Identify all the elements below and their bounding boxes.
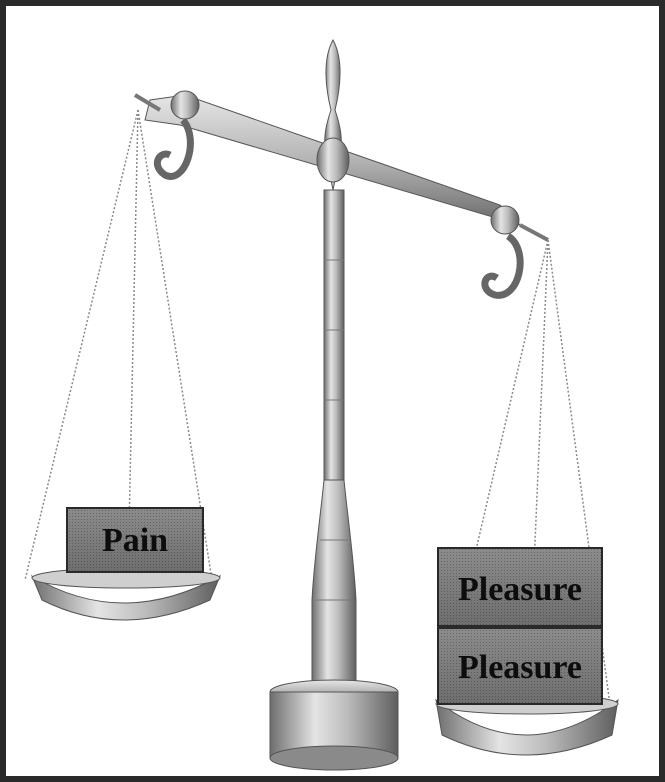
- scale-pillar: [312, 40, 356, 690]
- weight-pleasure-bottom-label: Pleasure: [458, 649, 582, 686]
- weight-pain-label: Pain: [102, 522, 168, 559]
- weight-pleasure-top: Pleasure: [438, 548, 602, 626]
- right-hook: [485, 225, 548, 295]
- scale-base: [270, 680, 398, 770]
- weight-pleasure-bottom: Pleasure: [438, 628, 602, 704]
- weight-pleasure-top-label: Pleasure: [458, 571, 582, 608]
- left-pan: [32, 568, 220, 620]
- weight-pain: Pain: [67, 508, 203, 572]
